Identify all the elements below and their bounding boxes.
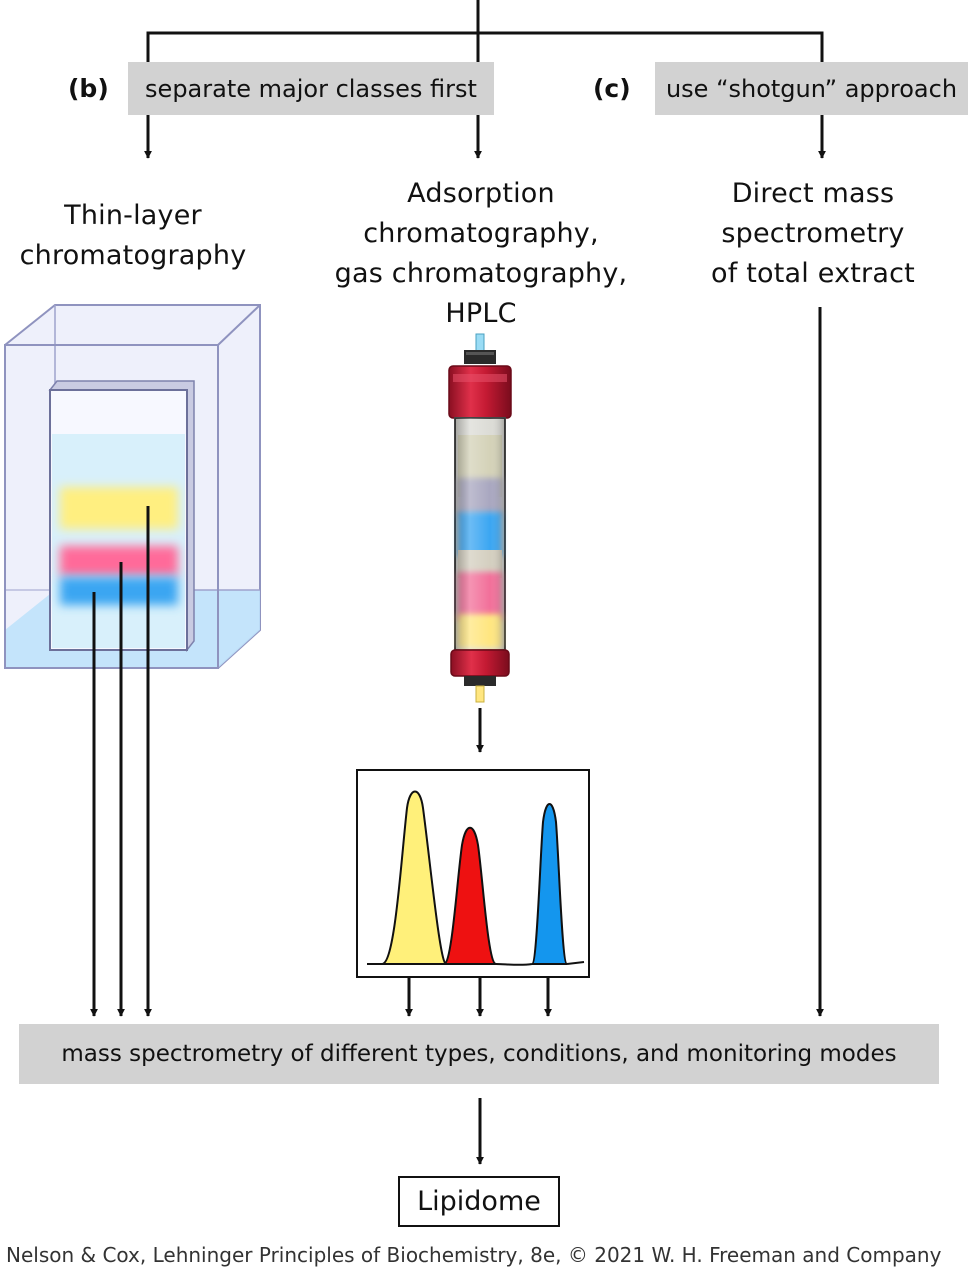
branch-b-tag: (b) <box>68 74 109 103</box>
tlc-band-blue <box>60 577 178 605</box>
tlc-band-pink <box>60 546 178 576</box>
direct-mass-spectrometry-label: Direct mass spectrometry of total extrac… <box>711 178 915 289</box>
tlc-band-yellow <box>60 487 178 529</box>
tlc-plate <box>48 380 195 653</box>
peak-blue <box>531 803 568 965</box>
hplc-column <box>448 333 512 703</box>
branch-c-label: use “shotgun” approach <box>655 62 968 115</box>
mass-spectrometry-box: mass spectrometry of different types, co… <box>19 1024 939 1084</box>
branch-b-label: separate major classes first <box>128 62 494 115</box>
peak-red <box>443 826 497 965</box>
chromatogram <box>356 769 590 978</box>
thin-layer-chromatography-label: Thin-layer chromatography <box>19 200 247 271</box>
lipidome-box: Lipidome <box>398 1176 560 1227</box>
peak-yellow <box>381 790 447 965</box>
chromatogram-arrows <box>405 977 552 1017</box>
tlc-arrows <box>90 506 152 1017</box>
top-arrows <box>144 115 826 159</box>
branch-c-tag: (c) <box>593 74 631 103</box>
column-chromatography-label: Adsorption chromatography, gas chromatog… <box>334 178 628 329</box>
credit-line: Nelson & Cox, Lehninger Principles of Bi… <box>6 1243 942 1267</box>
